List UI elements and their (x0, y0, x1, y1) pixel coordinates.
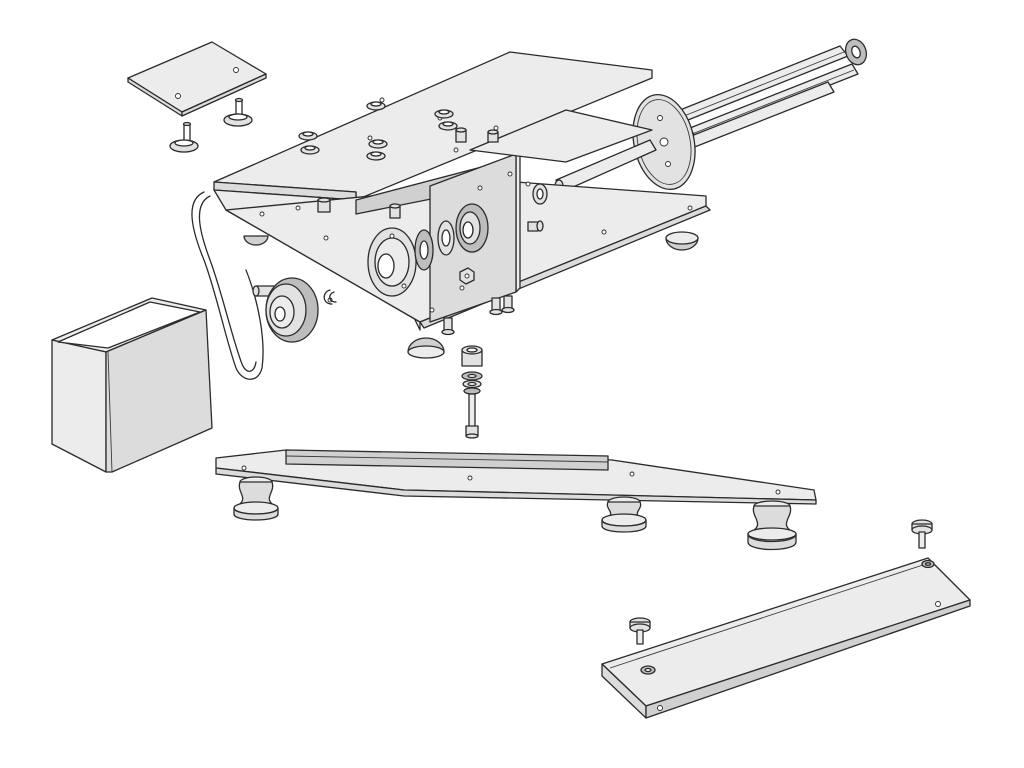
rubber-bumper-foot-left (407, 337, 445, 359)
cover-plate-screw-left (169, 121, 199, 153)
pulley (252, 277, 337, 343)
u-shaped-cover (51, 297, 213, 473)
chassis-bottom-screws (441, 295, 515, 336)
vibration-mount-foot-middle (601, 496, 647, 533)
cover-plate-screw-right (223, 97, 253, 127)
angle-rail (601, 557, 971, 719)
rail-screw-left (629, 617, 651, 645)
belt-loop (191, 191, 264, 380)
chassis-screw-heads (298, 101, 499, 219)
rubber-bumper-foot-small (243, 235, 269, 246)
small-cover-plate (127, 41, 267, 117)
bearing-stack (367, 183, 548, 297)
motor-shaft-with-rods (554, 38, 868, 193)
base-plate (215, 449, 817, 505)
standoff-screw-stack (461, 345, 483, 439)
rail-screw-right (911, 519, 933, 549)
vibration-mount-foot-left (233, 476, 279, 521)
vibration-mount-foot-right (747, 500, 797, 551)
rubber-bumper-foot-right (665, 231, 699, 251)
